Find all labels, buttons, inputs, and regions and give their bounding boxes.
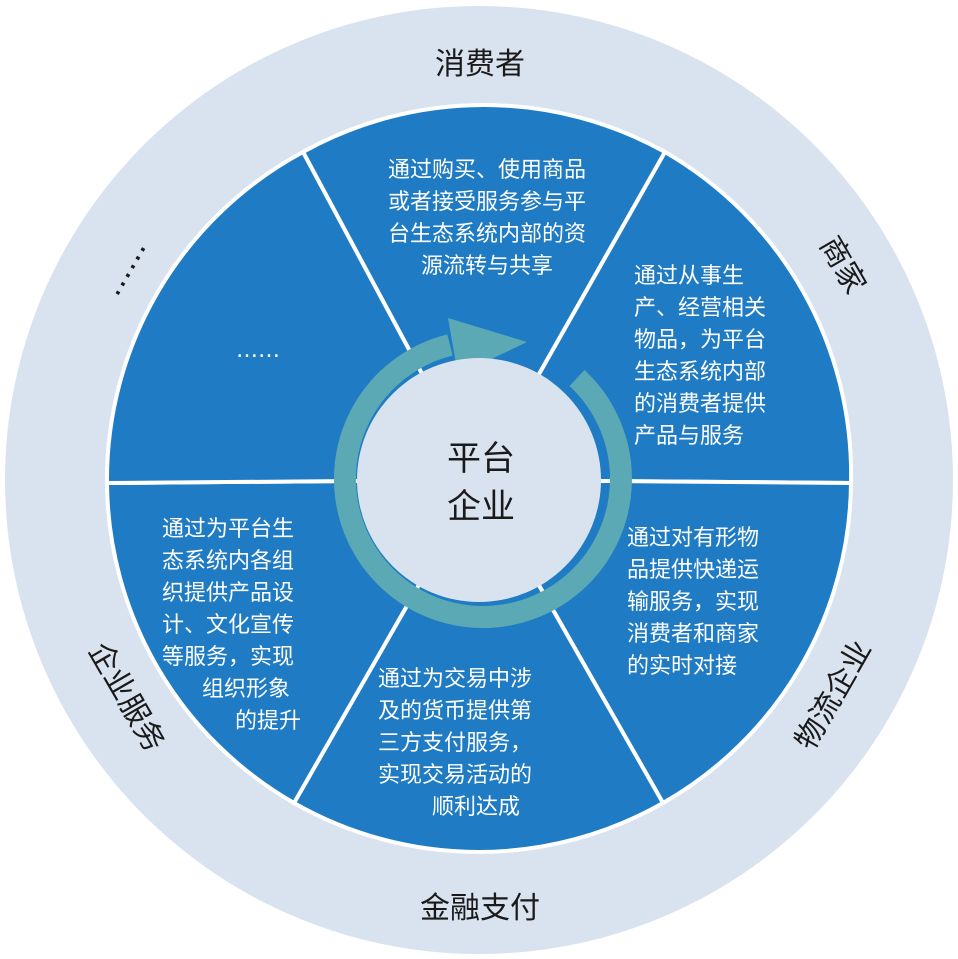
center-title-line1: 平台	[447, 439, 515, 479]
segment-merchant-line: 物品，为平台	[634, 328, 766, 353]
segment-enterprise-line: 态系统内各组	[162, 549, 294, 574]
center-title-line2: 企业	[447, 487, 515, 527]
segment-merchant-line: 通过从事生	[634, 264, 744, 289]
text-other: ……	[236, 338, 280, 363]
segment-finance	[291, 475, 666, 854]
segment-enterprise-line: 织提供产品设	[162, 581, 294, 606]
segment-enterprise-service	[104, 477, 483, 806]
segments	[104, 102, 854, 854]
segment-enterprise-line: 等服务，实现	[162, 645, 294, 670]
segment-consumer-line: 台生态系统内部的资	[388, 222, 586, 247]
segment-enterprise-line: 组织形象	[202, 677, 290, 702]
segment-finance-line: 及的货币提供第	[378, 699, 532, 724]
segment-finance-line: 顺利达成	[432, 795, 520, 820]
segment-consumer-line: 源流转与共享	[421, 254, 553, 279]
segment-merchant-line: 的消费者提供	[634, 392, 766, 417]
segment-merchant-line: 产品与服务	[634, 424, 744, 449]
segment-other-line: ……	[236, 338, 280, 363]
segment-logistics-line: 输服务，实现	[627, 590, 759, 615]
segment-finance-line: 三方支付服务，	[378, 731, 532, 756]
segment-logistics-line: 消费者和商家	[627, 622, 759, 647]
segment-logistics	[475, 477, 854, 806]
label-finance: 金融支付	[420, 891, 540, 926]
segment-enterprise-line: 计、文化宣传	[162, 613, 294, 638]
segment-merchant-line: 产、经营相关	[634, 296, 766, 321]
segment-logistics-line: 的实时对接	[627, 654, 737, 679]
text-logistics: 通过对有形物 品提供快递运 输服务，实现 消费者和商家 的实时对接	[627, 526, 759, 679]
text-merchant: 通过从事生 产、经营相关 物品，为平台 生态系统内部 的消费者提供 产品与服务	[634, 264, 766, 449]
segment-merchant	[475, 149, 854, 486]
segment-finance-line: 实现交易活动的	[378, 763, 532, 788]
text-enterprise-service: 通过为平台生 态系统内各组 织提供产品设 计、文化宣传 等服务，实现 组织形象 …	[162, 517, 301, 734]
text-finance: 通过为交易中涉 及的货币提供第 三方支付服务， 实现交易活动的 顺利达成	[378, 667, 532, 820]
segment-enterprise-line: 的提升	[235, 709, 301, 734]
segment-logistics-line: 品提供快递运	[627, 558, 759, 583]
segment-finance-line: 通过为交易中涉	[378, 667, 532, 692]
segment-logistics-line: 通过对有形物	[627, 526, 759, 551]
segment-consumer	[300, 102, 668, 485]
segment-other	[104, 149, 483, 486]
segment-consumer-line: 或者接受服务参与平	[388, 190, 586, 215]
text-consumer: 通过购买、使用商品 或者接受服务参与平 台生态系统内部的资 源流转与共享	[388, 158, 586, 279]
segment-merchant-line: 生态系统内部	[634, 360, 766, 385]
segment-enterprise-line: 通过为平台生	[162, 517, 294, 542]
label-consumer: 消费者	[435, 47, 525, 82]
center-circle	[357, 358, 601, 602]
segment-consumer-line: 通过购买、使用商品	[388, 158, 586, 183]
